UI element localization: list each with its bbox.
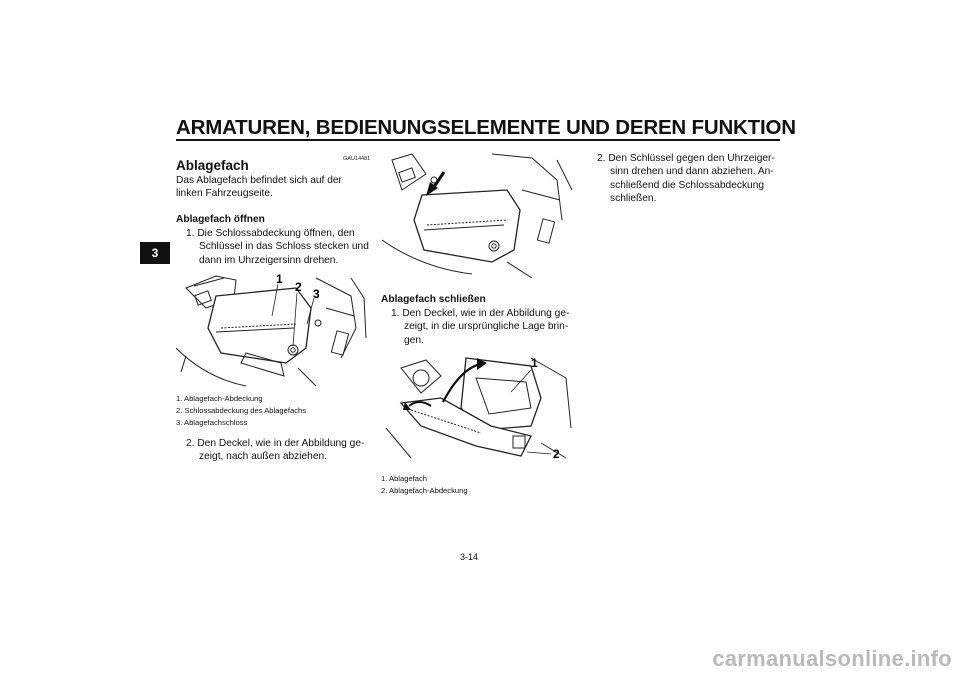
document-code: GAU14481 xyxy=(343,156,371,162)
step-line: 1. Die Schlossabdeckung öffnen, den xyxy=(186,228,355,239)
section-title: Ablagefach xyxy=(176,158,249,173)
step-line: 2. Den Schlüssel gegen den Uhrzeiger- xyxy=(597,153,775,164)
step-open-1: 1. Die Schlossabdeckung öffnen, den Schl… xyxy=(186,227,369,267)
callout-2: 2 xyxy=(295,280,302,294)
step-line: schließen. xyxy=(610,192,657,204)
figure-storage-lid-closed: 1 2 3 xyxy=(176,272,367,387)
figure3-captions: 1. Ablagefach 2. Ablagefach-Abdeckung xyxy=(381,473,468,497)
figure1-captions: 1. Ablagefach-Abdeckung 2. Schlossabdeck… xyxy=(176,393,306,430)
header-rule xyxy=(176,139,780,141)
step-line: 2. Den Deckel, wie in der Abbildung ge- xyxy=(186,438,365,449)
caption-item: 2. Schlossabdeckung des Ablagefachs xyxy=(176,406,307,416)
intro-text: Das Ablagefach befindet sich auf der lin… xyxy=(176,175,342,200)
page-title: ARMATUREN, BEDIENUNGSELEMENTE UND DEREN … xyxy=(176,116,796,139)
step-open-2: 2. Den Deckel, wie in der Abbildung ge- … xyxy=(186,437,364,464)
subheading-close: Ablagefach schließen xyxy=(381,294,486,305)
callout-1: 1 xyxy=(276,272,283,286)
watermark: carmanualsonline.info xyxy=(712,646,952,671)
callout-2: 2 xyxy=(553,447,560,461)
figure-storage-open: 1 2 xyxy=(385,356,572,461)
step-line: 1. Den Deckel, wie in der Abbildung ge- xyxy=(391,308,570,319)
callout-1: 1 xyxy=(531,356,538,370)
page-number: 3-14 xyxy=(460,552,479,562)
step-line: zeigt, nach außen abziehen. xyxy=(199,451,328,463)
step-line: schließend die Schlossabdeckung xyxy=(610,179,765,191)
step-close-2: 2. Den Schlüssel gegen den Uhrzeiger- si… xyxy=(597,152,775,205)
callout-3: 3 xyxy=(313,287,320,301)
step-line: sinn drehen und dann abziehen. An- xyxy=(610,166,774,178)
figure-storage-lid-pull xyxy=(382,153,573,278)
step-line: gen. xyxy=(404,334,424,346)
caption-item: 3. Ablagefachschloss xyxy=(176,418,248,428)
step-line: Schlüssel in das Schloss stecken und xyxy=(199,241,369,253)
chapter-tab: 3 xyxy=(140,242,170,264)
step-line: zeigt, in die ursprüngliche Lage brin- xyxy=(404,321,569,333)
caption-item: 1. Ablagefach-Abdeckung xyxy=(176,394,263,403)
caption-item: 2. Ablagefach-Abdeckung xyxy=(381,486,468,496)
subheading-open: Ablagefach öffnen xyxy=(176,214,265,225)
step-line: dann im Uhrzeigersinn drehen. xyxy=(199,254,339,266)
caption-item: 1. Ablagefach xyxy=(381,474,428,483)
step-close-1: 1. Den Deckel, wie in der Abbildung ge- … xyxy=(391,307,569,347)
